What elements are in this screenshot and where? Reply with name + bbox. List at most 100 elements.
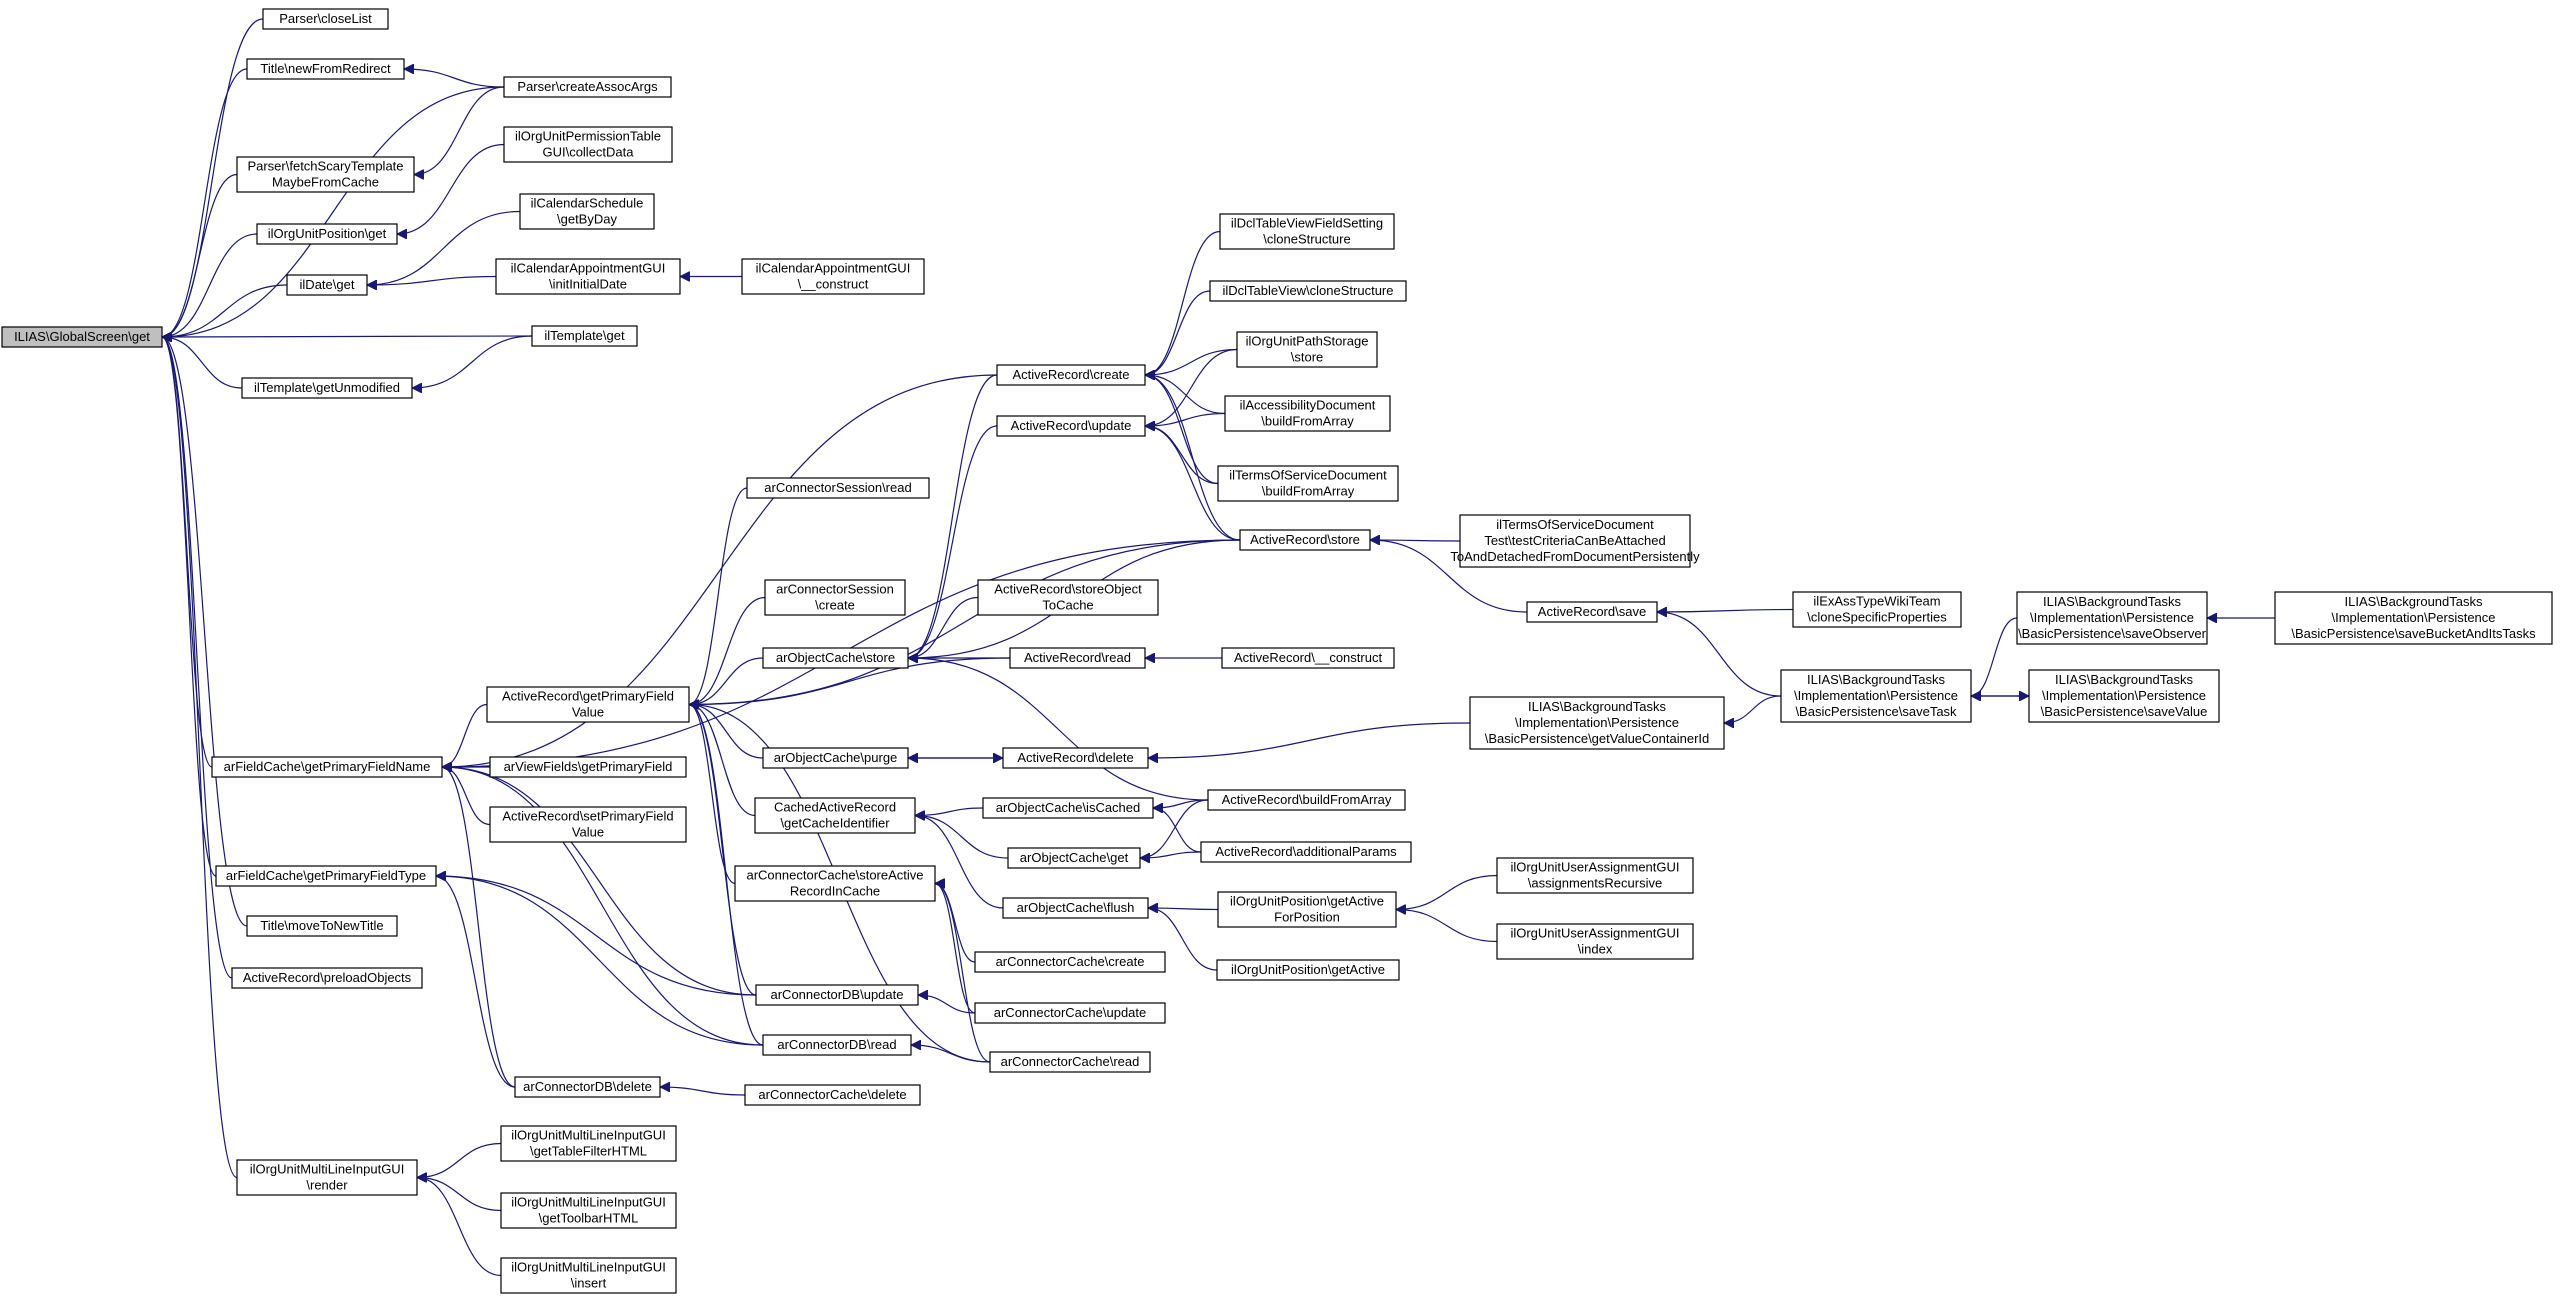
node-label: \Implementation\Persistence [1515, 715, 1679, 730]
graph-node-mlinput-insert[interactable]: ilOrgUnitMultiLineInputGUI\insert [500, 1257, 677, 1294]
graph-node-bt-saveBucket[interactable]: ILIAS\BackgroundTasks\Implementation\Per… [2274, 591, 2553, 645]
graph-node-parser-createAssocArgs[interactable]: Parser\createAssocArgs [503, 76, 672, 98]
graph-node-arview-getPF[interactable]: arViewFields\getPrimaryField [489, 756, 687, 778]
graph-node-ar-store[interactable]: ActiveRecord\store [1239, 529, 1371, 551]
graph-node-title-newFromRedirect[interactable]: Title\newFromRedirect [246, 58, 405, 80]
node-label: arConnectorCache\read [1001, 1054, 1140, 1069]
node-label: ILIAS\BackgroundTasks [2344, 594, 2483, 609]
node-box [241, 377, 413, 399]
node-box [503, 126, 673, 163]
node-label: ilTemplate\get [544, 328, 625, 343]
graph-node-arconndb-delete[interactable]: arConnectorDB\delete [514, 1076, 661, 1098]
graph-edge-arfield-getPFN-to-ar-setPK [441, 767, 491, 826]
graph-edge-arfield-getPFN-to-arconndb-delete [441, 767, 516, 1088]
graph-node-dcl-field[interactable]: ilDclTableViewFieldSetting\cloneStructur… [1219, 213, 1395, 250]
graph-node-access-doc[interactable]: ilAccessibilityDocument\buildFromArray [1224, 395, 1391, 432]
graph-node-arconncache-update[interactable]: arConnectorCache\update [974, 1002, 1166, 1024]
graph-node-tos-test[interactable]: ilTermsOfServiceDocumentTest\testCriteri… [1450, 514, 1700, 568]
graph-node-bt-saveObserver[interactable]: ILIAS\BackgroundTasks\Implementation\Per… [2016, 591, 2208, 645]
graph-node-bt-getValue[interactable]: ILIAS\BackgroundTasks\Implementation\Per… [1469, 696, 1725, 750]
graph-node-dcl-view[interactable]: ilDclTableView\cloneStructure [1209, 280, 1407, 302]
node-label: \Implementation\Persistence [2042, 688, 2206, 703]
graph-node-iltemplate-get[interactable]: ilTemplate\get [531, 325, 638, 347]
graph-node-orgpos-getActive[interactable]: ilOrgUnitPosition\getActive [1216, 959, 1400, 981]
graph-node-ar-create[interactable]: ActiveRecord\create [996, 364, 1146, 386]
graph-node-arobjcache-flush[interactable]: arObjectCache\flush [1002, 897, 1149, 919]
graph-node-exass[interactable]: ilExAssTypeWikiTeam\cloneSpecificPropert… [1792, 591, 1962, 628]
graph-node-arconn-sess-read[interactable]: arConnectorSession\read [746, 477, 930, 499]
graph-node-ar-update[interactable]: ActiveRecord\update [996, 415, 1146, 437]
graph-node-arconn-sess-create[interactable]: arConnectorSession\create [764, 579, 906, 616]
graph-node-arconndb-read[interactable]: arConnectorDB\read [762, 1034, 912, 1056]
graph-node-calappt-init[interactable]: ilCalendarAppointmentGUI\initInitialDate [495, 258, 681, 295]
graph-node-parser-closeList[interactable]: Parser\closeList [262, 8, 389, 30]
graph-node-tos-doc[interactable]: ilTermsOfServiceDocument\buildFromArray [1217, 465, 1399, 502]
graph-node-arobjcache-isCached[interactable]: arObjectCache\isCached [982, 797, 1154, 819]
graph-node-arconncache-read[interactable]: arConnectorCache\read [989, 1051, 1151, 1073]
graph-node-root[interactable]: ILIAS\GlobalScreen\get [1, 326, 163, 348]
node-box [762, 647, 909, 669]
node-box [762, 1034, 912, 1056]
graph-node-mlinput-filter[interactable]: ilOrgUnitMultiLineInputGUI\getTableFilte… [500, 1125, 677, 1162]
node-label: ilCalendarAppointmentGUI [756, 261, 911, 276]
graph-edge-ar-getPK-to-arconn-sess-create [689, 596, 766, 705]
graph-node-ar-save[interactable]: ActiveRecord\save [1526, 601, 1658, 623]
graph-node-title-move[interactable]: Title\moveToNewTitle [246, 915, 398, 937]
graph-node-cached-getId[interactable]: CachedActiveRecord\getCacheIdentifier [754, 797, 916, 834]
graph-node-arobjcache-get[interactable]: arObjectCache\get [1007, 847, 1141, 869]
graph-node-arconncache-create[interactable]: arConnectorCache\create [974, 951, 1166, 973]
graph-node-bt-saveTask[interactable]: ILIAS\BackgroundTasks\Implementation\Per… [1780, 669, 1972, 723]
graph-node-ar-construct[interactable]: ActiveRecord\__construct [1221, 647, 1395, 669]
graph-node-arobjcache-purge[interactable]: arObjectCache\purge [762, 747, 909, 769]
node-box [746, 477, 930, 499]
node-label: \cloneSpecificProperties [1807, 610, 1947, 625]
node-box [1009, 647, 1146, 669]
graph-node-calsched[interactable]: ilCalendarSchedule\getByDay [519, 193, 655, 230]
graph-node-iltemplate-getUnmod[interactable]: ilTemplate\getUnmodified [241, 377, 413, 399]
graph-node-mlinput-render[interactable]: ilOrgUnitMultiLineInputGUI\render [236, 1159, 418, 1196]
graph-node-bt-saveValue[interactable]: ILIAS\BackgroundTasks\Implementation\Per… [2028, 669, 2220, 723]
graph-node-mlinput-toolbar[interactable]: ilOrgUnitMultiLineInputGUI\getToolbarHTM… [500, 1192, 677, 1229]
graph-edge-root-to-parser-createAssocArgs [162, 86, 505, 337]
node-label: ActiveRecord\save [1538, 604, 1646, 619]
graph-node-ar-buildFromArray[interactable]: ActiveRecord\buildFromArray [1207, 789, 1406, 811]
graph-node-arconncache-delete[interactable]: arConnectorCache\delete [744, 1084, 921, 1106]
graph-node-ar-read[interactable]: ActiveRecord\read [1009, 647, 1146, 669]
node-label: MaybeFromCache [272, 175, 379, 190]
graph-node-orgunit-path[interactable]: ilOrgUnitPathStorage\store [1236, 331, 1378, 368]
graph-node-ar-additional[interactable]: ActiveRecord\additionalParams [1200, 841, 1412, 863]
graph-node-ar-preload[interactable]: ActiveRecord\preloadObjects [231, 967, 423, 989]
node-label: ilOrgUnitPosition\get [268, 226, 387, 241]
graph-node-arobjcache-store[interactable]: arObjectCache\store [762, 647, 909, 669]
graph-edge-root-to-arfield-getPFN [161, 337, 213, 768]
graph-edge-ar-getPK-to-arobjcache-store [689, 657, 764, 705]
graph-node-arconncache-storeActive[interactable]: arConnectorCache\storeActiveRecordInCach… [734, 865, 936, 902]
graph-node-arfield-getPFT[interactable]: arFieldCache\getPrimaryFieldType [215, 865, 437, 887]
node-label: \BasicPersistence\saveObserver [2018, 626, 2207, 641]
node-box [211, 756, 443, 778]
graph-node-orgua-index[interactable]: ilOrgUnitUserAssignmentGUI\index [1496, 923, 1694, 960]
node-label: ActiveRecord\create [1012, 367, 1129, 382]
node-box [1469, 696, 1725, 750]
node-label: \index [1578, 942, 1613, 957]
node-label: arObjectCache\get [1020, 850, 1129, 865]
graph-node-ar-delete[interactable]: ActiveRecord\delete [1002, 747, 1149, 769]
node-label: ToAndDetachedFromDocumentPersistently [1450, 549, 1700, 564]
node-box [2274, 591, 2553, 645]
graph-node-orgunitpos-get[interactable]: ilOrgUnitPosition\get [256, 223, 398, 245]
graph-edge-ar-getPK-to-arconncache-storeActive [688, 705, 736, 885]
node-box [1217, 891, 1397, 928]
node-box [519, 193, 655, 230]
graph-node-calappt-construct[interactable]: ilCalendarAppointmentGUI\__construct [741, 258, 925, 295]
graph-node-arconndb-update[interactable]: arConnectorDB\update [755, 984, 919, 1006]
node-label: \BasicPersistence\saveTask [1795, 704, 1957, 719]
graph-node-orgua-recursive[interactable]: ilOrgUnitUserAssignmentGUI\assignmentsRe… [1496, 857, 1694, 894]
graph-node-arfield-getPFN[interactable]: arFieldCache\getPrimaryFieldName [211, 756, 443, 778]
graph-node-ildate-get[interactable]: ilDate\get [286, 274, 368, 296]
